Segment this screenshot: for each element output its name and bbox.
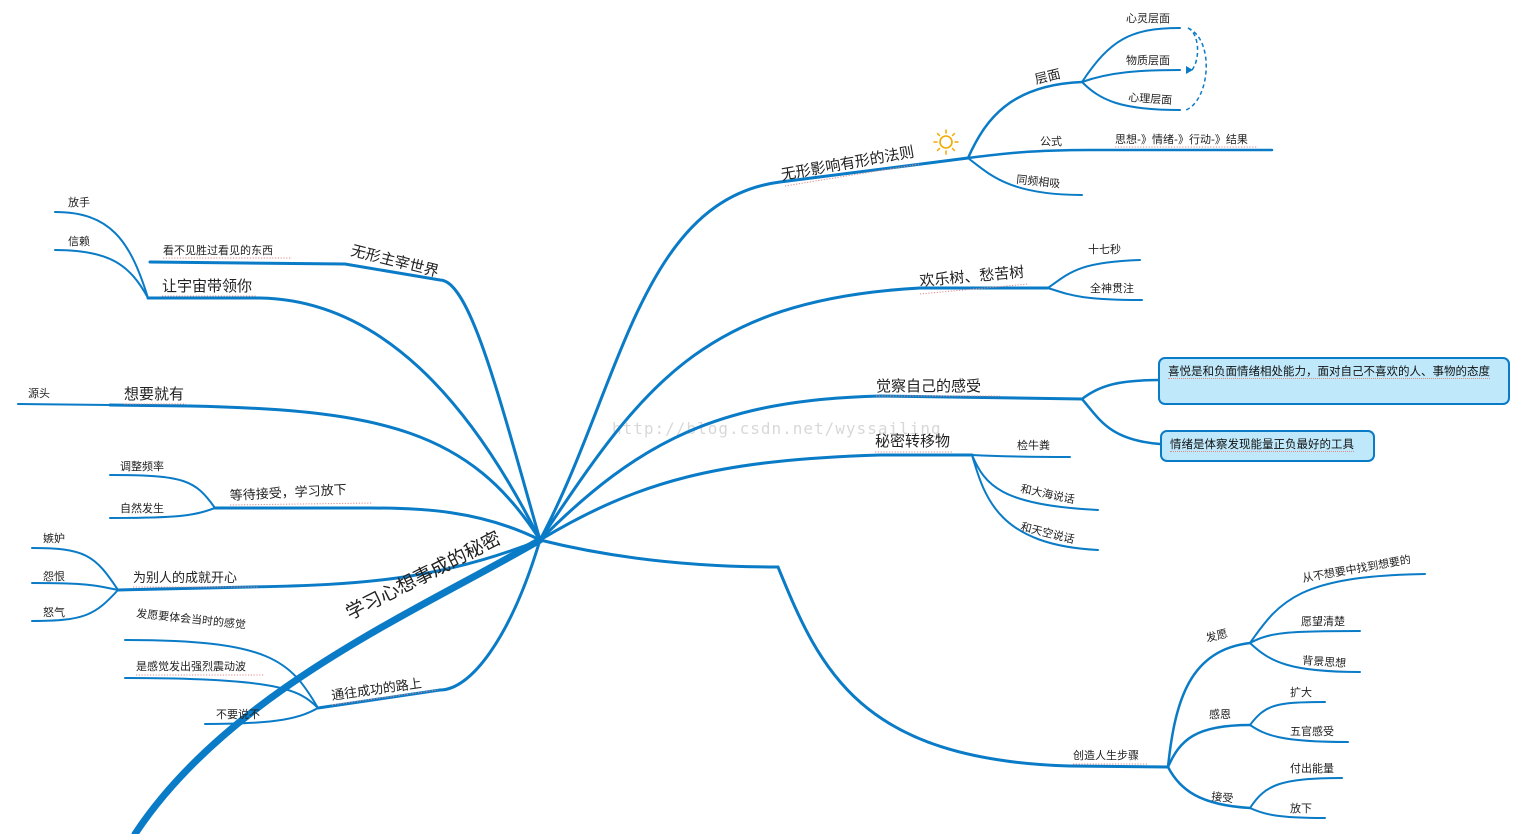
node-wei-bieren[interactable]: 为别人的成就开心 [133, 570, 237, 586]
node-gongshi[interactable]: 公式 [1040, 135, 1062, 148]
node-huanle[interactable]: 欢乐树、愁苦树 [919, 263, 1025, 290]
node-ziran[interactable]: 自然发生 [120, 501, 164, 515]
node-dahai[interactable]: 和大海说话 [1019, 481, 1076, 506]
node-yuanwang[interactable]: 愿望清楚 [1301, 614, 1345, 628]
node-dengdai[interactable]: 等待接受，学习放下 [229, 482, 347, 504]
node-quanshen[interactable]: 全神贯注 [1090, 281, 1134, 295]
node-fuchu[interactable]: 付出能量 [1290, 761, 1334, 775]
node-xinli[interactable]: 心理层面 [1128, 91, 1173, 107]
node-beijing[interactable]: 背景思想 [1302, 653, 1347, 670]
node-xinling[interactable]: 心灵层面 [1126, 12, 1170, 25]
node-yuantou[interactable]: 源头 [28, 386, 50, 400]
node-shi-ganjue[interactable]: 是感觉发出强烈震动波 [136, 659, 246, 673]
node-xinlai[interactable]: 信赖 [68, 235, 90, 248]
node-buyao[interactable]: 不要说不 [216, 707, 260, 721]
label-underlines [124, 146, 1258, 765]
node-tiaozheng[interactable]: 调整频率 [120, 459, 164, 473]
node-fangshou[interactable]: 放手 [68, 195, 90, 209]
node-cengmian[interactable]: 层面 [1033, 67, 1062, 88]
node-wuguan[interactable]: 五官感受 [1290, 724, 1334, 738]
node-jieshou[interactable]: 接受 [1211, 790, 1234, 805]
callout-emotion[interactable]: 情绪是体察发现能量正负最好的工具 [1160, 430, 1375, 462]
node-rang-yuzhou[interactable]: 让宇宙带领你 [162, 277, 252, 295]
node-nuqi[interactable]: 怒气 [43, 605, 65, 619]
sun-icon [933, 129, 959, 155]
node-juecha[interactable]: 觉察自己的感受 [876, 377, 981, 395]
node-qiqimiao[interactable]: 十七秒 [1088, 242, 1121, 256]
callout-joy-text: 喜悦是和负面情绪相处能力，面对自己不喜欢的人、事物的态度 [1168, 364, 1490, 379]
node-fayuan-gan[interactable]: 发愿要体会当时的感觉 [136, 606, 247, 631]
node-tongpin[interactable]: 同频相吸 [1016, 172, 1061, 191]
branch-lines [17, 27, 1426, 834]
node-mimi[interactable]: 秘密转移物 [875, 432, 950, 450]
node-wuxing-faze[interactable]: 无形影响有形的法则 [780, 143, 916, 184]
callout-joy[interactable]: 喜悦是和负面情绪相处能力，面对自己不喜欢的人、事物的态度 [1158, 357, 1510, 405]
node-fayuan[interactable]: 发愿 [1204, 626, 1229, 645]
node-wuzhi[interactable]: 物质层面 [1126, 53, 1170, 67]
node-gongshi-text[interactable]: 思想-》情绪-》行动-》结果 [1115, 132, 1248, 146]
node-jidu[interactable]: 嫉妒 [43, 531, 65, 545]
node-jianniufen[interactable]: 检牛粪 [1017, 438, 1050, 452]
node-kanbujian[interactable]: 看不见胜过看见的东西 [163, 243, 273, 257]
callout-emotion-text: 情绪是体察发现能量正负最好的工具 [1170, 437, 1354, 452]
node-xiangyao[interactable]: 想要就有 [124, 385, 184, 403]
node-chuangzao[interactable]: 创造人生步骤 [1073, 748, 1139, 762]
node-fangxia-r[interactable]: 放下 [1290, 801, 1312, 815]
node-yuanhen[interactable]: 怨恨 [43, 569, 65, 583]
node-wuxing-zhuzai[interactable]: 无形主宰世界 [349, 241, 441, 280]
node-cong-buxiang[interactable]: 从不想要中找到想要的 [1301, 552, 1412, 585]
watermark: http://blog.csdn.net/wyssailing [612, 419, 942, 438]
node-ganen[interactable]: 感恩 [1209, 708, 1231, 721]
node-kuoda[interactable]: 扩大 [1290, 685, 1312, 699]
